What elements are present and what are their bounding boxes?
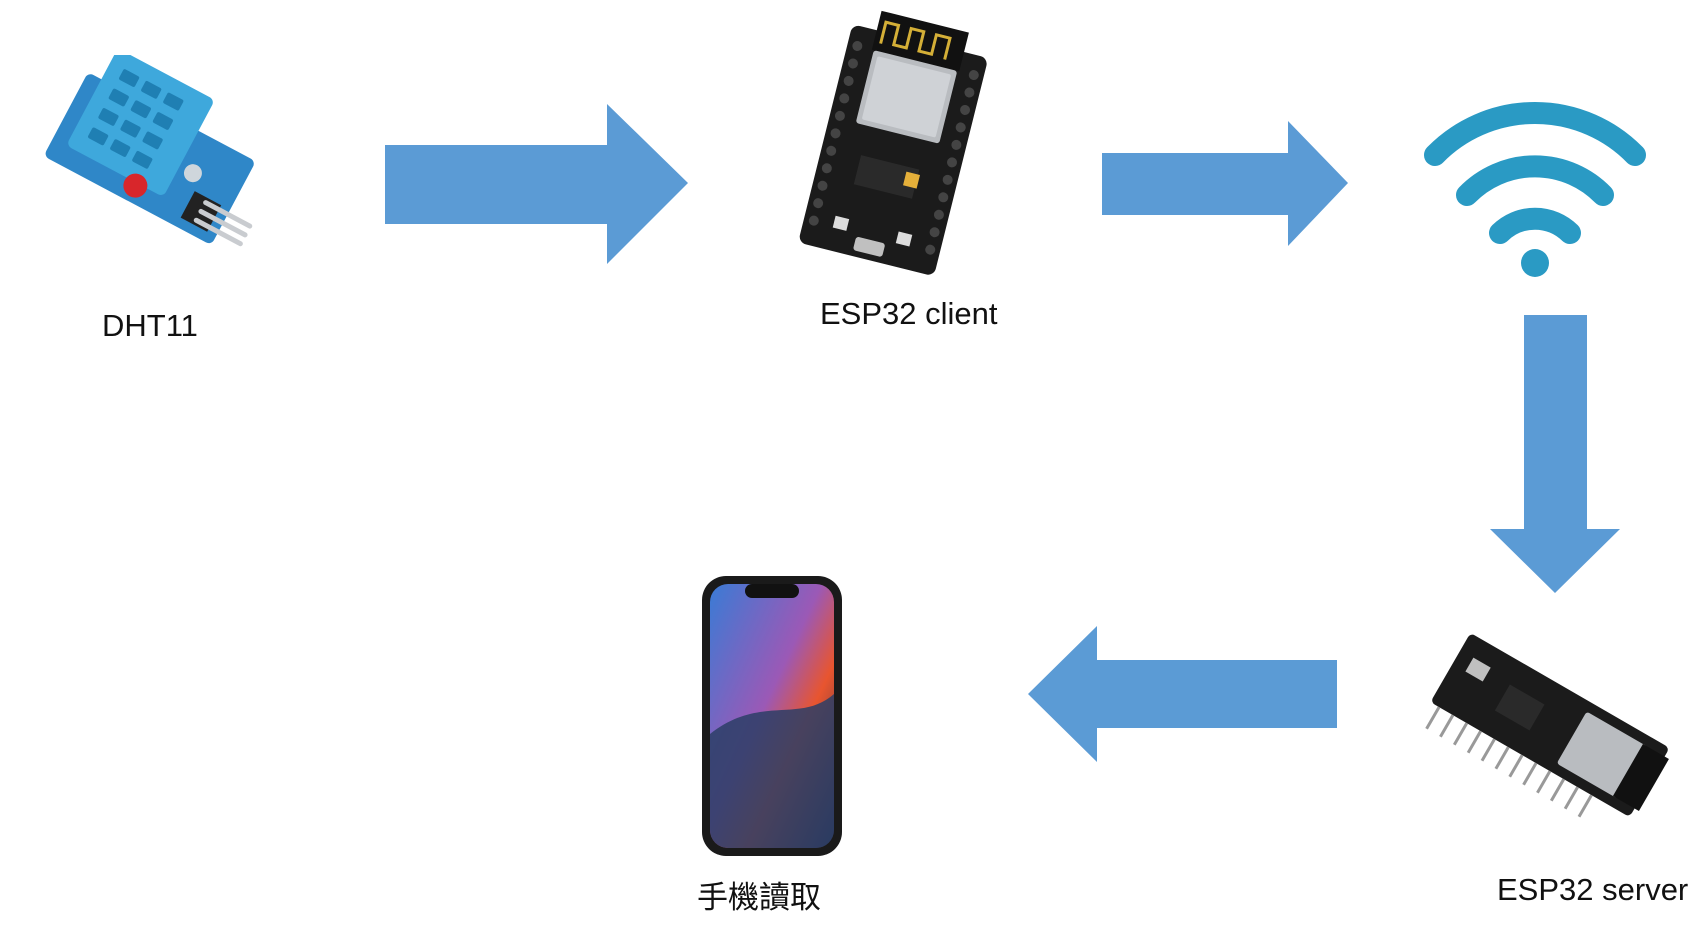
phone-label: 手機讀取 <box>697 880 821 916</box>
wifi-icon <box>1424 102 1646 277</box>
arrow-dht11-to-client <box>385 104 688 264</box>
arrow-server-to-phone <box>1028 626 1337 762</box>
smartphone-icon <box>702 576 842 856</box>
esp32-server-label: ESP32 server <box>1497 872 1689 907</box>
esp32-devkit-icon <box>1425 634 1669 818</box>
esp32-board-icon <box>799 10 987 275</box>
arrow-client-to-wifi <box>1102 121 1348 246</box>
esp32-client-label: ESP32 client <box>820 296 998 331</box>
arrow-wifi-to-server <box>1490 315 1620 593</box>
dht11-label: DHT11 <box>102 308 198 343</box>
dht11-sensor-icon <box>45 55 254 247</box>
